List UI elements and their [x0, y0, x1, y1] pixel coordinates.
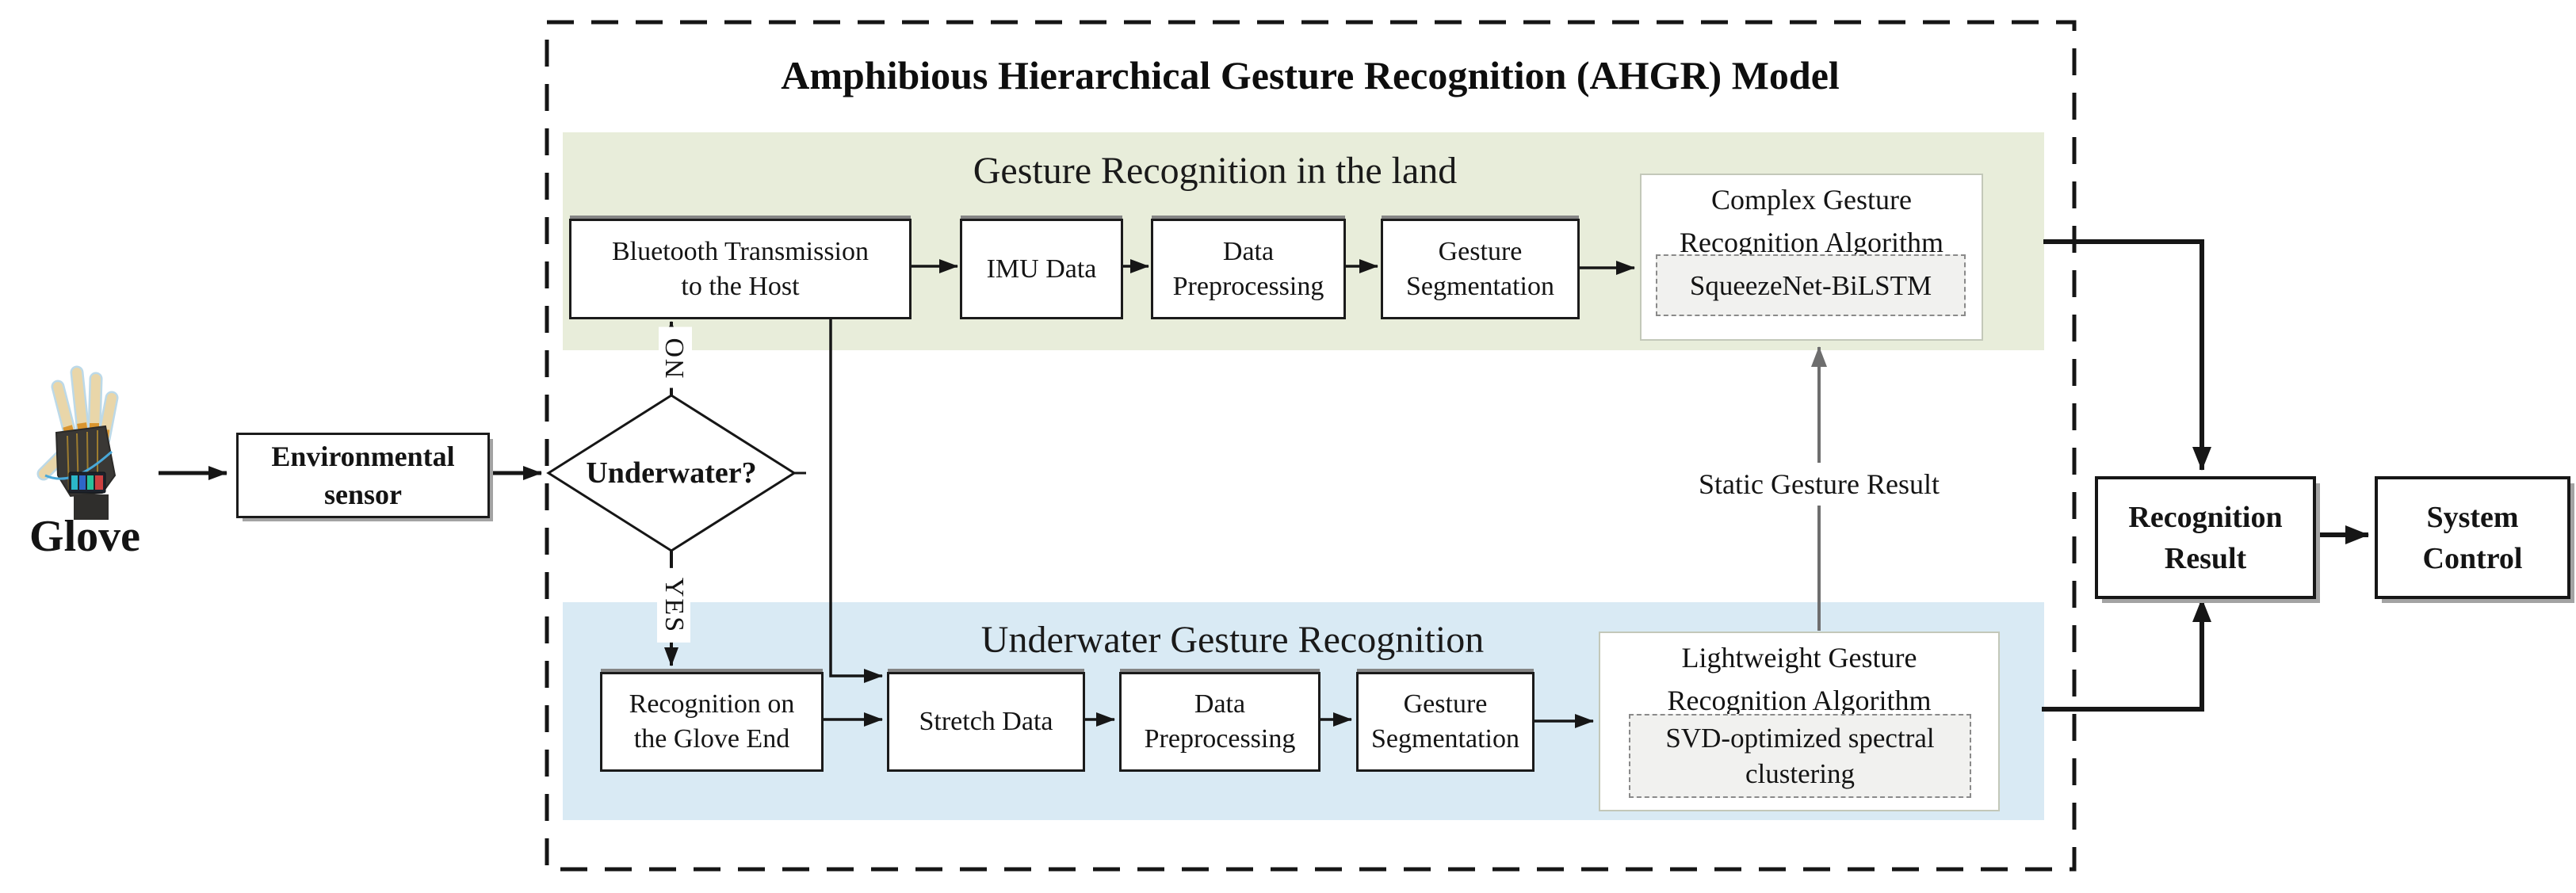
dp-uw-line2: Preprocessing: [1144, 724, 1296, 754]
gs-land-line1: Gesture: [1438, 236, 1523, 266]
dp-land-line1: Data: [1222, 236, 1275, 266]
recognition-result-line1: Recognition: [2128, 500, 2283, 534]
environmental-sensor-box: Environmental sensor: [236, 433, 490, 518]
bluetooth-line1: Bluetooth Transmission: [611, 236, 869, 266]
svd-spectral-clustering-box: SVD-optimized spectral clustering: [1629, 714, 1971, 798]
no-branch-label: NO: [659, 326, 692, 388]
recognition-result-box: Recognition Result: [2095, 476, 2316, 599]
arrow-bluetooth-to-stretch: [829, 316, 883, 683]
svd-line1: SVD-optimized spectral: [1665, 723, 1935, 754]
dp-land-line2: Preprocessing: [1172, 271, 1324, 301]
lightweight-algo-line2: Recognition Algorithm: [1667, 685, 1932, 716]
complex-algo-line2: Recognition Algorithm: [1680, 227, 1943, 258]
system-control-line1: System: [2426, 500, 2519, 534]
data-preprocessing-uw-box: Data Preprocessing: [1119, 672, 1320, 772]
diagram-title: Amphibious Hierarchical Gesture Recognit…: [781, 53, 1840, 97]
env-sensor-line2: sensor: [324, 479, 402, 510]
complex-gesture-algorithm-box: Complex Gesture Recognition Algorithm Sq…: [1640, 174, 1983, 341]
stretch-data-box: Stretch Data: [887, 672, 1085, 772]
underwater-band-heading: Underwater Gesture Recognition: [980, 619, 1485, 661]
dp-uw-line1: Data: [1194, 689, 1246, 719]
glove-label: Glove: [29, 512, 140, 561]
env-sensor-line1: Environmental: [271, 441, 455, 472]
lightweight-algo-line1: Lightweight Gesture: [1681, 642, 1917, 674]
decision-label: Underwater?: [586, 456, 757, 490]
ahgr-dashed-border: [545, 20, 2077, 872]
arrow-lightweight-to-result: [2042, 598, 2211, 712]
glove-graphic: [36, 365, 119, 520]
recognition-result-line2: Result: [2164, 541, 2247, 575]
data-preprocessing-land-box: Data Preprocessing: [1151, 219, 1346, 319]
bluetooth-transmission-box: Bluetooth Transmission to the Host: [569, 219, 912, 319]
gloveend-line2: the Glove End: [633, 724, 790, 754]
static-gesture-result-label: Static Gesture Result: [1687, 463, 1951, 506]
svd-line2: clustering: [1745, 758, 1856, 789]
gesture-segmentation-uw-box: Gesture Segmentation: [1356, 672, 1535, 772]
gesture-segmentation-land-box: Gesture Segmentation: [1381, 219, 1580, 319]
decision-diamond: [546, 394, 797, 552]
stretch-line1: Stretch Data: [919, 707, 1053, 736]
yes-branch-label: YES: [657, 567, 690, 643]
gs-uw-line2: Segmentation: [1371, 724, 1519, 754]
complex-algo-line1: Complex Gesture: [1711, 184, 1912, 216]
system-control-line2: Control: [2422, 541, 2523, 575]
bluetooth-line2: to the Host: [681, 271, 800, 301]
imu-data-box: IMU Data: [960, 219, 1123, 319]
land-band-heading: Gesture Recognition in the land: [973, 150, 1458, 192]
lightweight-gesture-algorithm-box: Lightweight Gesture Recognition Algorith…: [1599, 632, 2000, 811]
imu-line1: IMU Data: [986, 254, 1097, 284]
squeezenet-bilstm-box: SqueezeNet-BiLSTM: [1656, 254, 1966, 316]
squeezenet-line1: SqueezeNet-BiLSTM: [1689, 269, 1932, 301]
system-control-box: System Control: [2375, 476, 2570, 599]
gs-uw-line1: Gesture: [1403, 689, 1488, 719]
gloveend-line1: Recognition on: [629, 689, 795, 719]
gs-land-line2: Segmentation: [1406, 271, 1554, 301]
arrow-complex-to-result: [2043, 239, 2211, 471]
recognition-glove-end-box: Recognition on the Glove End: [600, 672, 824, 772]
